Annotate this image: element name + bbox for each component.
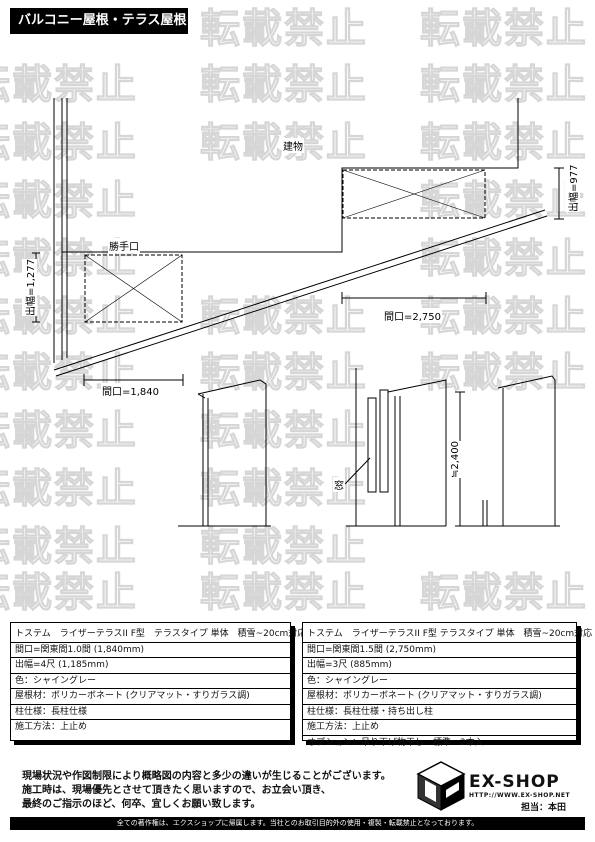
right-terrace-cross bbox=[342, 169, 486, 219]
spec-right-row: 間口=関東間1.5間 (2,750mm) bbox=[303, 643, 576, 658]
label-depth-right: 出幅=977 bbox=[565, 164, 580, 212]
spec-left-row: 施工方法：上止め bbox=[15, 722, 88, 732]
brand-logo-icon bbox=[416, 761, 466, 811]
boundary-line bbox=[53, 209, 548, 377]
spec-right-row: 柱仕様：長柱仕様・持ち出し柱 bbox=[303, 705, 576, 720]
notes: 現場状況や作図制限により概略図の内容と多少の違いが生じることがございます。 施工… bbox=[22, 770, 391, 812]
spec-right-row: 屋根材：ポリカーボネート (クリアマット・すりガラス調) bbox=[303, 689, 576, 705]
spec-left-row: 色：シャイングレー bbox=[11, 674, 290, 689]
dim-line-width-right bbox=[341, 292, 487, 304]
note-line: 施工時は、現場優先とさせて頂きたく思いますので、お立会い頂き、 bbox=[22, 785, 331, 796]
spec-left-row: 柱仕様：長柱仕様 bbox=[11, 705, 290, 720]
elevation-left bbox=[178, 379, 271, 527]
footer-copyright: 全ての著作権は、エクスショップに帰属します。当社とのお取引目的外の使用・複製・転… bbox=[10, 817, 585, 830]
spec-right-row: トステム ライザーテラスII F型 テラスタイプ 単体 積雪~20cm対応 bbox=[303, 627, 592, 643]
spec-right-row: 出幅=3尺 (885mm) bbox=[303, 658, 576, 674]
spec-right-row: オプション：吊り下げ物干し 標準 2本入 bbox=[307, 737, 484, 748]
label-height: ≒2,400 bbox=[450, 440, 461, 478]
label-building: 建物 bbox=[282, 138, 304, 153]
label-backdoor: 勝手口 bbox=[108, 238, 140, 253]
spec-left-row: 間口=関東間1.0間 (1,840mm) bbox=[11, 643, 290, 658]
spec-left-row: 屋根材：ポリカーボネート (クリアマット・すりガラス調) bbox=[11, 689, 290, 705]
dim-line-width-left bbox=[83, 374, 184, 386]
spec-left-row: トステム ライザーテラスII F型 テラスタイプ 単体 積雪~20cm対応 bbox=[11, 627, 306, 643]
spec-left-row: 出幅=4尺 (1,185mm) bbox=[11, 658, 290, 674]
brand-name: EX-SHOP bbox=[469, 772, 560, 792]
label-depth-left: 出幅=1,277 bbox=[22, 258, 37, 316]
label-width-right: 間口=2,750 bbox=[383, 308, 443, 323]
brand-url: HTTP://WWW.EX-SHOP.NET bbox=[469, 792, 571, 799]
spec-box-left: トステム ライザーテラスII F型 テラスタイプ 単体 積雪~20cm対応 間口… bbox=[10, 622, 306, 741]
left-terrace-cross bbox=[84, 254, 183, 323]
left-terrace-outline bbox=[84, 254, 183, 323]
note-line: 最終のご指示のほど、何卒、宜しくお願い致します。 bbox=[22, 799, 261, 810]
label-window: 窓 bbox=[333, 477, 345, 492]
spec-right-row: 色：シャイングレー bbox=[303, 674, 576, 689]
elevation-middle bbox=[346, 368, 447, 527]
window-pane-2 bbox=[379, 389, 389, 493]
building-wall-line bbox=[53, 98, 63, 363]
dim-line-depth-right bbox=[554, 167, 564, 220]
page-title: バルコニー屋根・テラス屋根 bbox=[10, 8, 188, 34]
spec-right-row: 施工方法：上止め bbox=[303, 720, 576, 736]
label-width-left: 間口=1,840 bbox=[101, 383, 161, 398]
window-leader bbox=[344, 457, 371, 485]
staff-name: 担当：本田 bbox=[521, 803, 567, 813]
spec-box-right: トステム ライザーテラスII F型 テラスタイプ 単体 積雪~20cm対応 間口… bbox=[302, 622, 592, 748]
window-pane-1 bbox=[367, 397, 377, 493]
elevation-right bbox=[460, 375, 560, 527]
note-line: 現場状況や作図制限により概略図の内容と多少の違いが生じることがございます。 bbox=[22, 771, 391, 782]
building-outline-line bbox=[62, 98, 519, 253]
right-terrace-outline bbox=[342, 169, 486, 219]
